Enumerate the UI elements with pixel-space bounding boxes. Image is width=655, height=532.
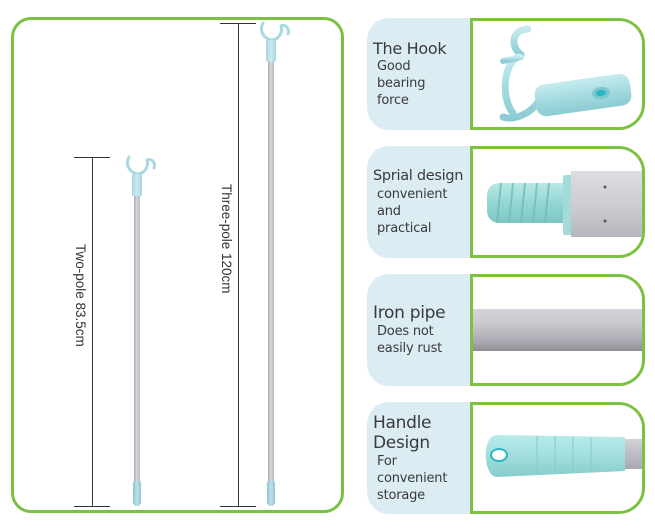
feature-card-hook: The Hook Good bearing force <box>367 18 645 130</box>
two-pole-length-label: Two-pole 83.5cm <box>73 244 88 347</box>
pole-end-cap <box>267 481 275 506</box>
feature-desc-line: storage <box>377 487 425 503</box>
spiral-joint-icon <box>487 171 642 237</box>
feature-title: The Hook <box>373 39 447 58</box>
pole-collar <box>266 40 276 62</box>
feature-desc-line: force <box>377 93 409 108</box>
handle-icon <box>485 435 642 477</box>
feature-desc-line: For <box>377 453 397 469</box>
feature-desc-line: practical <box>377 221 432 236</box>
pole-collar <box>132 174 142 196</box>
pole-end-cap <box>133 481 141 506</box>
three-pole-dimension-line <box>238 23 239 506</box>
iron-pipe-icon <box>473 309 642 351</box>
feature-image-frame <box>470 18 645 130</box>
three-pole-dimension-bottom-tick <box>220 506 256 507</box>
feature-desc-line: bearing <box>377 76 426 91</box>
feature-label: Sprial design convenient and practical <box>367 146 471 258</box>
feature-image-frame <box>470 146 645 258</box>
feature-desc-line: Good <box>377 59 411 74</box>
two-pole-dimension-bottom-tick <box>74 506 110 507</box>
feature-desc-line: convenient <box>377 470 448 486</box>
feature-title: Sprial design <box>373 168 464 184</box>
feature-desc-line: easily rust <box>377 340 443 356</box>
pole-length-panel <box>11 17 344 513</box>
feature-label: Iron pipe Does not easily rust <box>367 274 471 386</box>
feature-label: The Hook Good bearing force <box>367 18 471 130</box>
feature-title: Iron pipe <box>373 302 446 323</box>
hook-icon <box>499 25 632 122</box>
feature-card-handle: Handle Design For convenient storage <box>367 402 645 514</box>
pole-shaft <box>268 62 274 482</box>
feature-card-spiral: Sprial design convenient and practical <box>367 146 645 258</box>
two-pole-dimension-line <box>92 157 93 506</box>
pole-shaft <box>134 196 140 482</box>
feature-desc-line: convenient <box>377 187 448 202</box>
feature-image-frame <box>470 274 645 386</box>
three-pole-length-label: Three-pole 120cm <box>219 184 234 294</box>
feature-label: Handle Design For convenient storage <box>367 402 471 514</box>
feature-image-frame <box>470 402 645 514</box>
feature-card-iron-pipe: Iron pipe Does not easily rust <box>367 274 645 386</box>
feature-desc-line: Does not <box>377 323 434 339</box>
feature-desc-line: and <box>377 204 401 219</box>
feature-title-line: Handle <box>373 412 432 433</box>
feature-title-line: Design <box>373 432 430 453</box>
